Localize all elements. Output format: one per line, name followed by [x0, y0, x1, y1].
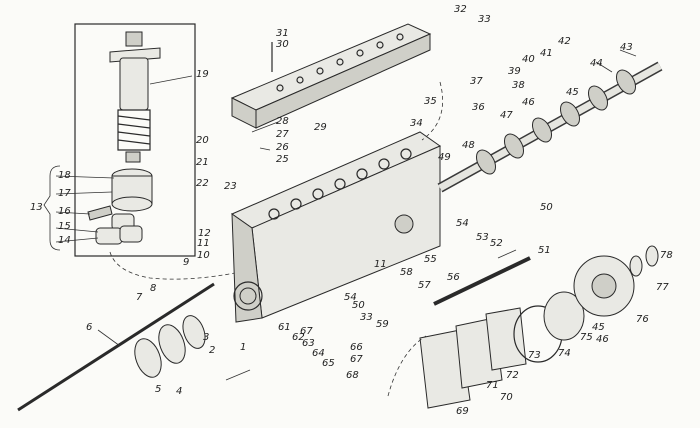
callout-40: 40: [522, 54, 535, 65]
callout-13: 13: [30, 202, 43, 213]
callout-22: 22: [196, 178, 209, 189]
drive-gear: [573, 245, 659, 317]
callout-71: 71: [486, 380, 499, 391]
callout-9: 9: [183, 257, 189, 268]
callout-74: 74: [558, 348, 571, 359]
callout-72: 72: [506, 370, 519, 381]
callout-54: 54: [344, 292, 357, 303]
callout-23: 23: [224, 181, 237, 192]
callout-26: 26: [276, 142, 289, 153]
callout-21: 21: [196, 157, 209, 168]
callout-56: 56: [447, 272, 460, 283]
callout-32: 32: [454, 4, 467, 15]
callout-78: 78: [660, 250, 673, 261]
callout-61: 61: [278, 322, 291, 333]
callout-50: 50: [540, 202, 553, 213]
callout-76: 76: [636, 314, 649, 325]
callout-58: 58: [400, 267, 413, 278]
callout-36: 36: [472, 102, 485, 113]
group-brace: [43, 165, 61, 251]
callout-67: 67: [350, 354, 363, 365]
callout-33: 33: [478, 14, 491, 25]
callout-3: 3: [203, 332, 209, 343]
control-sleeve: [111, 168, 153, 212]
callout-47: 47: [500, 110, 513, 121]
feed-pipe-56: [433, 256, 531, 306]
callout-39: 39: [508, 66, 521, 77]
callout-52: 52: [490, 238, 503, 249]
callout-69: 69: [456, 406, 469, 417]
callout-1: 1: [240, 342, 246, 353]
callout-12: 12: [198, 228, 211, 239]
callout-7: 7: [136, 292, 143, 303]
callout-45: 45: [592, 322, 605, 333]
callout-75: 75: [580, 332, 593, 343]
plunger-element: [109, 31, 161, 163]
callout-48: 48: [462, 140, 475, 151]
callout-62: 62: [292, 332, 305, 343]
callout-6: 6: [86, 322, 92, 333]
callout-68: 68: [346, 370, 359, 381]
callout-18: 18: [58, 170, 71, 181]
callout-49: 49: [438, 152, 451, 163]
callout-33: 33: [360, 312, 373, 323]
callout-46: 46: [522, 97, 535, 108]
callout-2: 2: [209, 345, 215, 356]
callout-63: 63: [302, 338, 315, 349]
callout-42: 42: [558, 36, 571, 47]
callout-16: 16: [58, 206, 71, 217]
callout-8: 8: [150, 283, 156, 294]
callout-31: 31: [276, 28, 289, 39]
callout-38: 38: [512, 80, 525, 91]
callout-28: 28: [276, 116, 289, 127]
callout-34: 34: [410, 118, 423, 129]
callout-77: 77: [656, 282, 669, 293]
callout-66: 66: [350, 342, 363, 353]
callout-30: 30: [276, 39, 289, 50]
callout-29: 29: [314, 122, 327, 133]
callout-19: 19: [196, 69, 209, 80]
callout-46: 46: [596, 334, 609, 345]
callout-10: 10: [197, 250, 210, 261]
callout-4: 4: [176, 386, 182, 397]
callout-50: 50: [352, 300, 365, 311]
callout-14: 14: [58, 235, 71, 246]
callout-45: 45: [566, 87, 579, 98]
callout-27: 27: [276, 129, 289, 140]
leader-lines: [55, 49, 637, 381]
camshaft: [437, 61, 663, 193]
callout-11: 11: [374, 259, 387, 270]
callout-64: 64: [312, 348, 325, 359]
inset-box: [43, 23, 196, 257]
pump-housing: [230, 131, 442, 323]
tappet-parts: [87, 205, 143, 245]
cover-flanges: [419, 291, 585, 409]
drive-shaft: [17, 282, 215, 412]
callout-11: 11: [197, 238, 210, 249]
callout-51: 51: [538, 245, 551, 256]
callout-37: 37: [470, 76, 483, 87]
callout-67: 67: [300, 326, 313, 337]
callout-25: 25: [276, 154, 289, 165]
callout-73: 73: [528, 350, 541, 361]
callout-53: 53: [476, 232, 489, 243]
callout-41: 41: [540, 48, 553, 59]
callout-17: 17: [58, 188, 71, 199]
callout-54: 54: [456, 218, 469, 229]
callout-15: 15: [58, 221, 71, 232]
callout-57: 57: [418, 280, 431, 291]
callout-70: 70: [500, 392, 513, 403]
callout-43: 43: [620, 42, 633, 53]
top-cover-strip: [230, 23, 432, 129]
callout-59: 59: [376, 319, 389, 330]
callout-5: 5: [155, 384, 161, 395]
callout-55: 55: [424, 254, 437, 265]
callout-65: 65: [322, 358, 335, 369]
callout-44: 44: [590, 58, 603, 69]
callout-20: 20: [196, 135, 209, 146]
callout-35: 35: [424, 96, 437, 107]
